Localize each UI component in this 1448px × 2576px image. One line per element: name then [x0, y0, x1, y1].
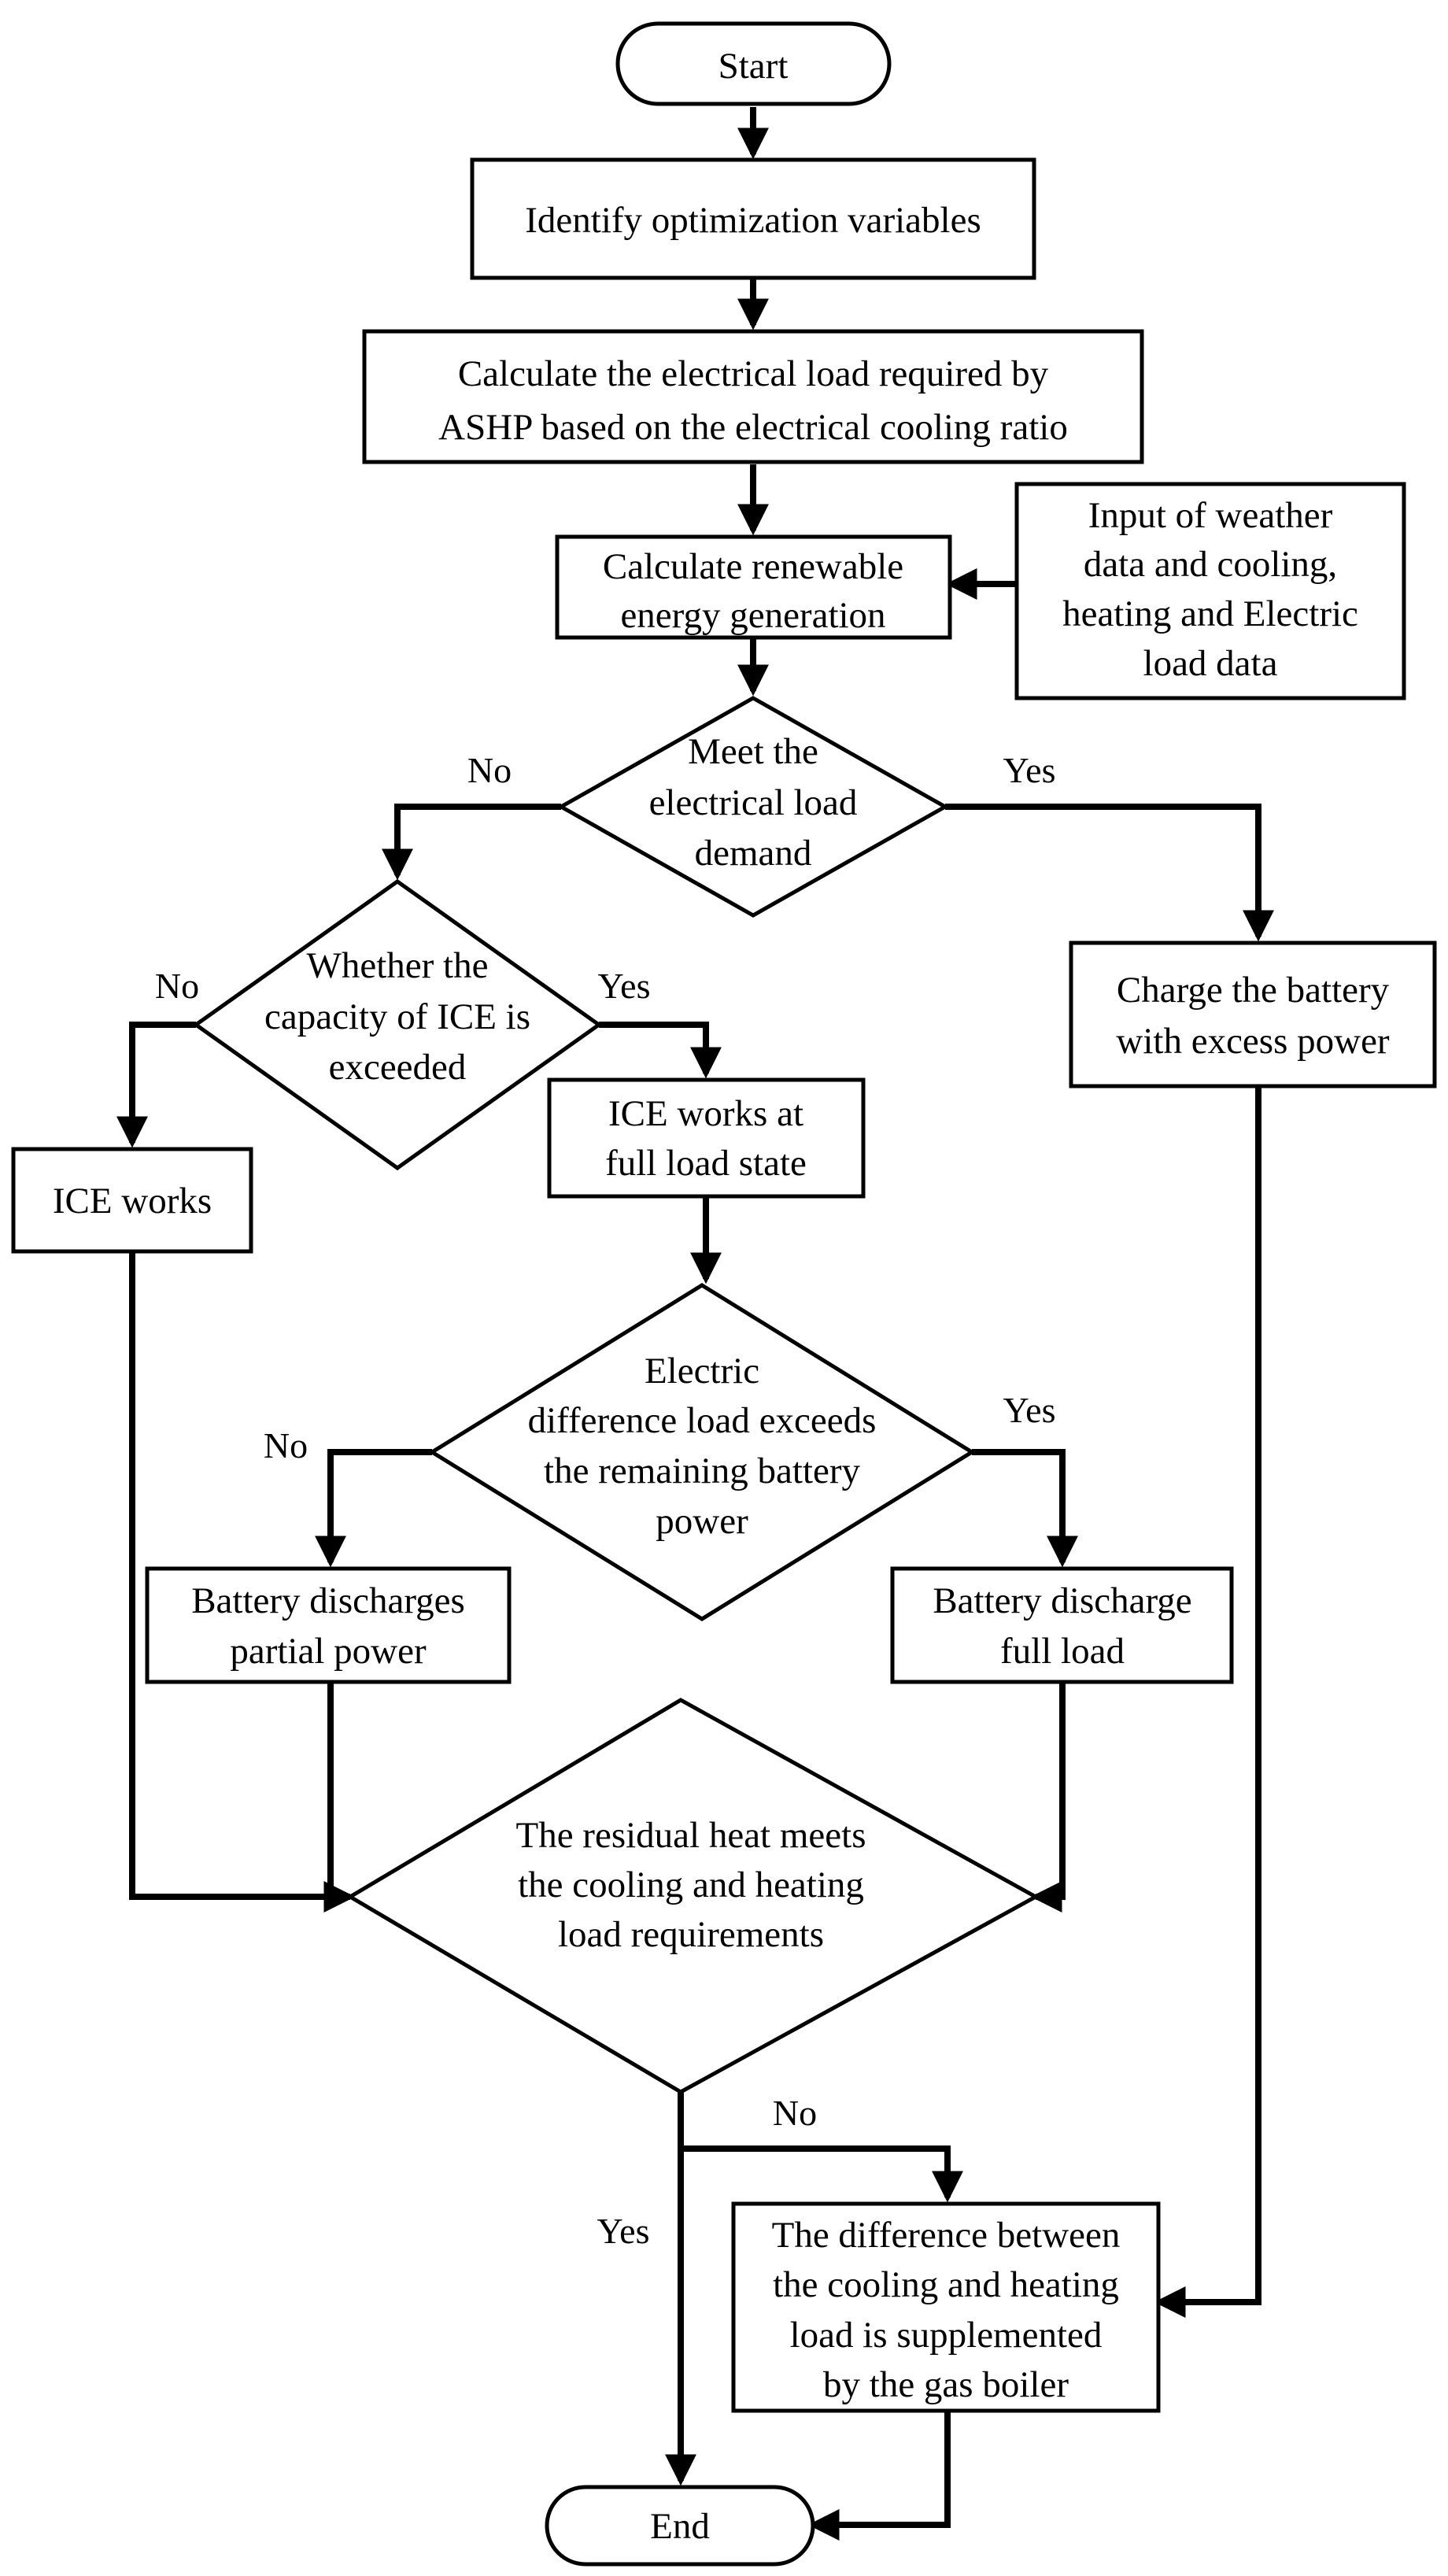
- ice-capacity-line-1: Whether the: [307, 945, 489, 986]
- edge-battfull-residual: [1030, 1682, 1066, 1913]
- start-terminal: Start: [615, 21, 892, 106]
- input-data-box: Input of weather data and cooling, heati…: [1014, 482, 1406, 700]
- ice-no-label: No: [155, 966, 199, 1006]
- edges: [116, 107, 1274, 2541]
- electric-difference-line-2: difference load exceeds: [528, 1400, 877, 1441]
- residual-heat-line-2: the cooling and heating: [518, 1865, 864, 1905]
- edge-diff-no: [315, 1449, 432, 1568]
- gas-boiler-line-4: by the gas boiler: [823, 2364, 1069, 2405]
- ice-capacity-decision: Whether the capacity of ICE is exceeded: [192, 878, 603, 1171]
- ice-capacity-line-2: capacity of ICE is: [264, 996, 530, 1037]
- calc-electrical-load-box: Calculate the electrical load required b…: [362, 329, 1144, 464]
- charge-battery-line-1: Charge the battery: [1117, 970, 1390, 1011]
- edge-ice-no: [116, 1022, 196, 1148]
- calc-electrical-load-line-2: ASHP based on the electrical cooling rat…: [438, 407, 1068, 448]
- ice-full-load-line-2: full load state: [605, 1143, 807, 1184]
- meet-yes-label: Yes: [1003, 750, 1056, 790]
- battery-full-box: Battery discharge full load: [890, 1566, 1234, 1684]
- edge-residual-no: [681, 2145, 963, 2203]
- calc-renewable-line-2: energy generation: [620, 595, 885, 636]
- residual-no-label: No: [773, 2093, 817, 2133]
- edge-meet-no: [382, 804, 561, 881]
- battery-partial-line-2: partial power: [230, 1631, 427, 1672]
- battery-partial-line-1: Battery discharges: [191, 1580, 465, 1621]
- residual-heat-line-1: The residual heat meets: [515, 1815, 866, 1856]
- ice-works-box: ICE works: [11, 1147, 253, 1254]
- meet-electrical-load-decision: Meet the electrical load demand: [556, 696, 950, 918]
- calc-electrical-load-line-1: Calculate the electrical load required b…: [458, 353, 1049, 394]
- end-terminal-label: End: [650, 2506, 710, 2547]
- calc-renewable-box: Calculate renewable energy generation: [555, 534, 952, 640]
- input-data-line-3: heating and Electric: [1062, 593, 1358, 634]
- charge-battery-box: Charge the battery with excess power: [1069, 941, 1437, 1088]
- edge-diff-yes: [972, 1449, 1078, 1568]
- meet-electrical-load-line-2: electrical load: [649, 782, 858, 823]
- gas-boiler-line-1: The difference between: [772, 2215, 1121, 2256]
- residual-heat-decision: The residual heat meets the cooling and …: [346, 1698, 1040, 2094]
- identify-variables-label: Identify optimization variables: [525, 200, 981, 241]
- residual-yes-label: Yes: [597, 2211, 650, 2251]
- electric-difference-decision: Electric difference load exceeds the rem…: [428, 1283, 976, 1621]
- edge-meet-yes: [945, 804, 1274, 942]
- end-terminal: End: [545, 2485, 815, 2567]
- gas-boiler-line-3: load is supplemented: [790, 2315, 1103, 2356]
- meet-no-label: No: [467, 750, 512, 790]
- ice-full-load-box: ICE works at full load state: [547, 1077, 866, 1199]
- ice-yes-label: Yes: [598, 966, 651, 1006]
- edge-ice-yes: [599, 1022, 722, 1079]
- electric-difference-line-4: power: [656, 1501, 748, 1542]
- calc-renewable-line-1: Calculate renewable: [603, 546, 903, 587]
- edge-charge-gasboiler: [1154, 1088, 1261, 2318]
- identify-variables-box: Identify optimization variables: [470, 157, 1036, 280]
- residual-heat-line-3: load requirements: [558, 1914, 824, 1955]
- gas-boiler-line-2: the cooling and heating: [773, 2264, 1119, 2305]
- input-data-line-4: load data: [1143, 643, 1278, 684]
- input-data-line-2: data and cooling,: [1084, 544, 1337, 585]
- ice-works-label: ICE works: [53, 1181, 212, 1221]
- edge-iceworks-residual: [129, 1251, 356, 1913]
- meet-electrical-load-line-1: Meet the: [688, 731, 818, 772]
- diff-yes-label: Yes: [1003, 1390, 1056, 1430]
- electric-difference-line-1: Electric: [645, 1351, 759, 1391]
- edge-gasboiler-end: [807, 2411, 951, 2541]
- battery-full-line-1: Battery discharge: [933, 1580, 1191, 1621]
- meet-electrical-load-line-3: demand: [695, 833, 812, 874]
- input-data-line-1: Input of weather: [1088, 495, 1333, 536]
- charge-battery-line-2: with excess power: [1116, 1021, 1390, 1062]
- ice-capacity-line-3: exceeded: [329, 1047, 467, 1088]
- electric-difference-line-3: the remaining battery: [544, 1451, 860, 1491]
- diff-no-label: No: [264, 1425, 308, 1465]
- ice-full-load-line-1: ICE works at: [608, 1093, 803, 1134]
- battery-partial-box: Battery discharges partial power: [145, 1566, 512, 1684]
- gas-boiler-box: The difference between the cooling and h…: [731, 2201, 1161, 2413]
- start-terminal-label: Start: [718, 46, 789, 87]
- battery-full-line-2: full load: [1000, 1631, 1125, 1672]
- edge-labels: No Yes No Yes No Yes No Yes: [155, 750, 1056, 2251]
